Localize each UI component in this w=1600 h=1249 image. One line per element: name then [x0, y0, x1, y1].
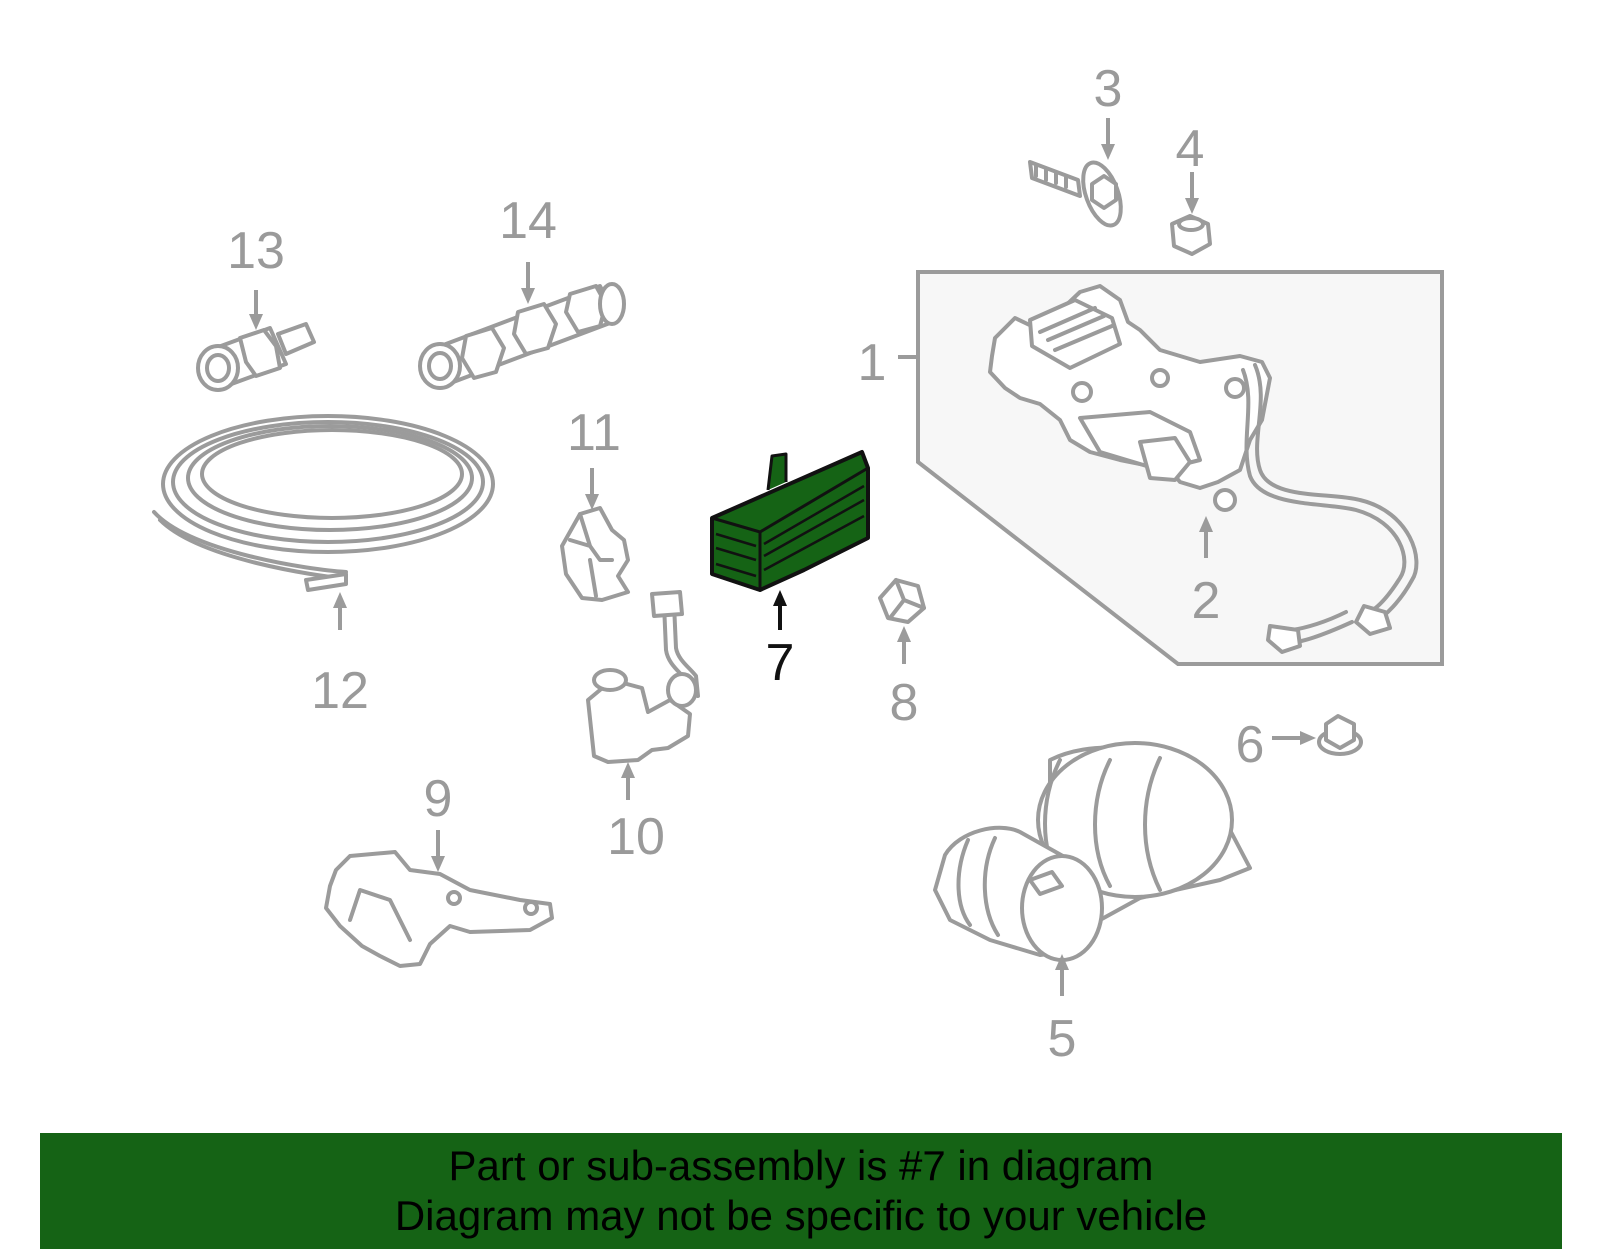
callout-8: 8: [890, 674, 919, 732]
leader-14: [521, 262, 535, 304]
part-1-assembly[interactable]: [916, 270, 1444, 666]
callout-9: 9: [424, 770, 453, 828]
part-10-sensor[interactable]: [586, 590, 700, 764]
leader-13: [249, 290, 263, 330]
info-banner: Part or sub-assembly is #7 in diagram Di…: [40, 1133, 1562, 1249]
part-5-reservoir[interactable]: [933, 741, 1252, 962]
part-11-clip[interactable]: [560, 506, 630, 602]
leader-10: [621, 762, 635, 800]
leader-11: [585, 468, 599, 510]
callout-12: 12: [311, 662, 369, 720]
callout-13: 13: [227, 222, 285, 280]
banner-line-1: Part or sub-assembly is #7 in diagram: [448, 1142, 1154, 1189]
leader-7: [773, 590, 787, 630]
leader-9: [431, 830, 445, 872]
banner-line-2: Diagram may not be specific to your vehi…: [394, 1192, 1208, 1239]
callout-10: 10: [607, 808, 665, 866]
callout-1: 1: [858, 334, 887, 392]
callout-6: 6: [1236, 716, 1265, 774]
part-7-control-module[interactable]: [710, 450, 870, 592]
callout-2: 2: [1192, 572, 1221, 630]
part-9-bracket[interactable]: [324, 850, 554, 968]
callout-4: 4: [1176, 120, 1205, 178]
part-12-air-line[interactable]: [152, 414, 495, 592]
part-8-nut[interactable]: [878, 578, 926, 624]
leader-3: [1101, 118, 1115, 160]
part-3-bolt[interactable]: [1028, 158, 1128, 231]
leader-2: [1199, 516, 1213, 558]
leader-12: [333, 592, 347, 630]
leader-8: [897, 626, 911, 664]
callout-14: 14: [499, 192, 557, 250]
leader-6: [1272, 731, 1316, 745]
callout-7: 7: [766, 634, 795, 692]
callout-11: 11: [567, 404, 621, 462]
part-13-fitting[interactable]: [196, 322, 316, 392]
part-6-flange-nut[interactable]: [1317, 714, 1363, 756]
leader-4: [1185, 172, 1199, 214]
part-4-nut[interactable]: [1170, 214, 1212, 256]
part-14-union-fitting[interactable]: [418, 282, 626, 390]
callout-3: 3: [1094, 60, 1123, 118]
leader-5: [1055, 954, 1069, 996]
callout-5: 5: [1048, 1010, 1077, 1068]
